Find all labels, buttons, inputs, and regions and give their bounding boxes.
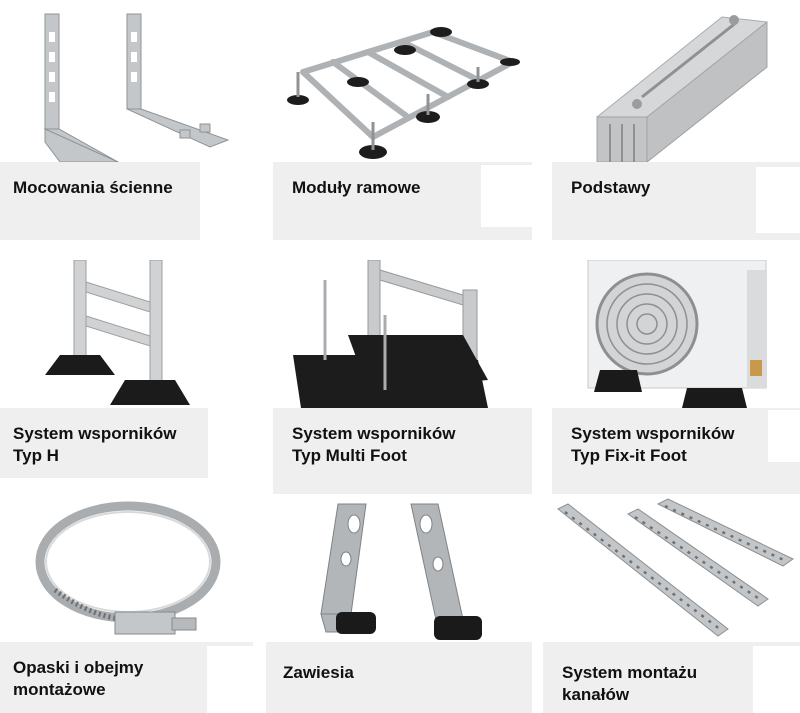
category-tile-fix-it-foot[interactable]: System wsporników Typ Fix-it Foot [552,260,800,496]
label-notch [200,162,253,214]
tile-label-box [266,642,532,713]
fix-it-foot-support-image [552,260,800,408]
category-tile-frame-modules[interactable]: Moduły ramowe [273,12,532,240]
base-block-image [552,12,800,162]
tile-label-box [552,408,800,496]
hose-clamp-image [0,494,253,642]
label-notch [208,408,253,460]
category-label: System wsporników Typ Fix-it Foot [571,424,735,465]
category-tile-h-type[interactable]: System wsporników Typ H [0,260,253,478]
label-notch [768,410,800,462]
category-label: Podstawy [571,178,651,197]
category-tile-clamps[interactable]: Opaski i obejmy montażowe [0,494,253,713]
category-label: System wsporników Typ H [13,424,177,465]
category-label: Opaski i obejmy montażowe [13,658,144,699]
category-tile-bases[interactable]: Podstawy [552,12,800,240]
tile-label-box [273,408,532,496]
category-tile-channel-mounting[interactable]: System montażu kanałów [543,494,800,713]
category-tile-multi-foot[interactable]: System wsporników Typ Multi Foot [273,260,532,496]
wall-mount-bracket-image [0,12,253,162]
label-notch [207,646,253,713]
hanger-bracket-image [266,494,532,642]
tile-label-box [0,408,208,478]
label-notch [756,167,800,233]
category-label: System montażu kanałów [562,663,698,704]
category-tile-wall-mounts[interactable]: Mocowania ścienne [0,12,253,240]
multi-foot-support-image [273,260,532,408]
category-tile-hangers[interactable]: Zawiesia [266,494,532,713]
category-label: Zawiesia [283,663,354,682]
label-notch [481,165,532,227]
h-type-support-image [0,260,253,408]
label-notch [753,646,800,713]
category-label: Mocowania ścienne [13,178,173,197]
frame-module-image [273,12,532,162]
tile-label-box [0,162,200,240]
category-label: System wsporników Typ Multi Foot [292,424,456,465]
channel-rail-image [543,494,800,642]
category-label: Moduły ramowe [292,178,421,197]
